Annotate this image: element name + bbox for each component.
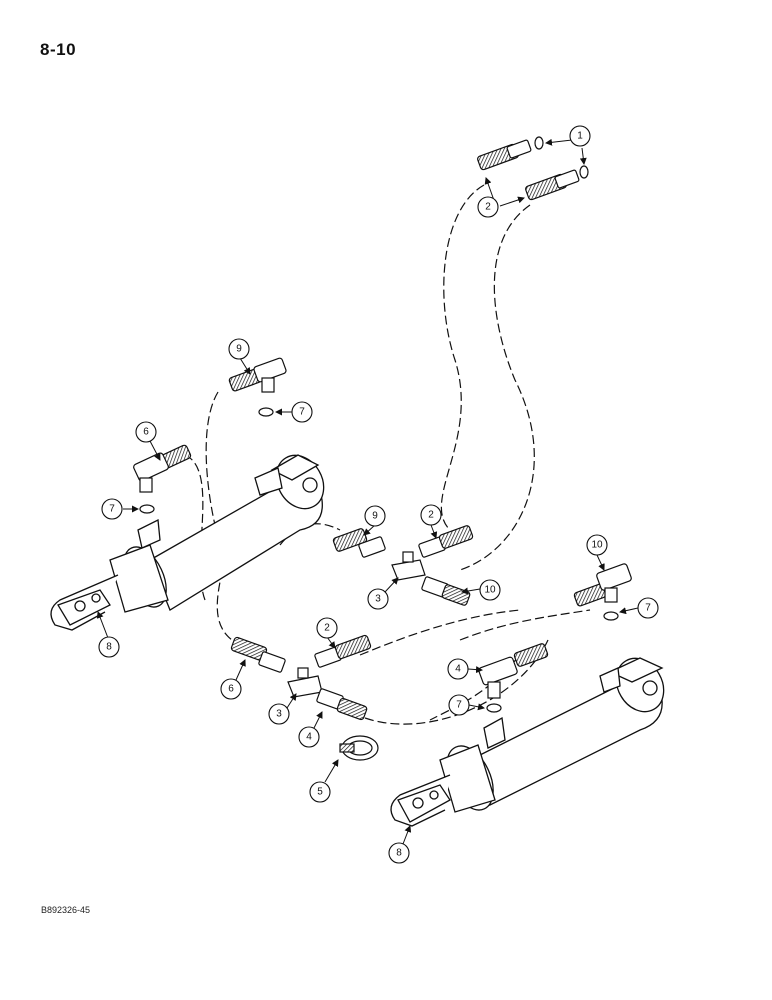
svg-text:8: 8 (396, 848, 402, 859)
callout-3-lower: 3 (268, 703, 290, 725)
callout-9-mid: 9 (364, 505, 386, 527)
o-ring-7-right (603, 611, 619, 621)
svg-text:9: 9 (372, 511, 378, 522)
callout-8-left: 8 (98, 636, 120, 658)
elbow-fitting-9-upper (228, 357, 287, 393)
svg-text:7: 7 (109, 504, 115, 515)
svg-text:3: 3 (276, 709, 282, 720)
callout-4-lower: 4 (298, 726, 320, 748)
left-hydraulic-cylinder (50, 454, 325, 631)
hose-long-b (459, 204, 535, 571)
callout-10-mid: 10 (479, 579, 501, 601)
callout-7-lower: 7 (448, 694, 470, 716)
hose-clamp-5 (339, 735, 379, 761)
callout-4-right: 4 (447, 658, 469, 680)
callout-9-upper: 9 (228, 338, 250, 360)
coupler-9-mid (332, 528, 386, 558)
o-ring-7-lower (486, 703, 502, 713)
svg-text:6: 6 (143, 427, 149, 438)
svg-text:7: 7 (645, 603, 651, 614)
callout-6-lower: 6 (220, 678, 242, 700)
o-ring-top-2 (579, 165, 589, 179)
svg-text:5: 5 (317, 787, 323, 798)
svg-text:3: 3 (375, 594, 381, 605)
callout-3-mid: 3 (367, 588, 389, 610)
callout-8-right: 8 (388, 842, 410, 864)
hose-right (459, 609, 591, 641)
svg-text:6: 6 (228, 684, 234, 695)
elbow-fitting-6-upper (133, 444, 192, 493)
callout-2-mid: 2 (420, 504, 442, 526)
svg-text:2: 2 (485, 202, 491, 213)
o-ring-9-upper (258, 407, 274, 417)
callout-5-clamp: 5 (309, 781, 331, 803)
elbow-fitting-4-right (478, 643, 549, 699)
callout-1-top: 1 (569, 125, 591, 147)
coupler-4-lower (316, 688, 368, 721)
callout-2-top: 2 (477, 196, 499, 218)
callout-7-left: 7 (101, 498, 123, 520)
hose-left-top (205, 391, 241, 646)
callout-7-upper: 7 (291, 401, 313, 423)
callout-7-right: 7 (637, 597, 659, 619)
callout-6-upper: 6 (135, 421, 157, 443)
callout-2-lower: 2 (316, 617, 338, 639)
o-ring-7-left (139, 504, 155, 514)
coupler-10-mid (421, 576, 471, 606)
svg-text:10: 10 (591, 540, 603, 551)
svg-text:4: 4 (306, 732, 312, 743)
hose-cross-lower (359, 609, 521, 656)
o-ring-top-1 (534, 136, 544, 150)
svg-text:8: 8 (106, 642, 112, 653)
coupler-2-lower (314, 634, 372, 668)
elbow-fitting-10-right (573, 563, 632, 607)
svg-text:10: 10 (484, 585, 496, 596)
page-number: 8-10 (40, 40, 77, 59)
coupler-2-mid (418, 525, 474, 558)
coupler-top-1 (477, 139, 532, 171)
hose-long-a (440, 184, 485, 531)
tee-fitting-3-mid (391, 551, 426, 581)
right-hydraulic-cylinder (390, 657, 665, 827)
callout-10-right: 10 (586, 534, 608, 556)
figure-code: B892326-45 (41, 905, 91, 915)
tee-fitting-3-lower (287, 667, 323, 698)
svg-text:1: 1 (577, 131, 583, 142)
svg-text:7: 7 (456, 700, 462, 711)
fittings (133, 136, 632, 761)
coupler-6-lower (230, 636, 286, 673)
coupler-top-2 (525, 169, 580, 201)
svg-text:9: 9 (236, 344, 242, 355)
svg-text:4: 4 (455, 664, 461, 675)
svg-text:2: 2 (324, 623, 330, 634)
svg-text:2: 2 (428, 510, 434, 521)
svg-text:7: 7 (299, 407, 305, 418)
